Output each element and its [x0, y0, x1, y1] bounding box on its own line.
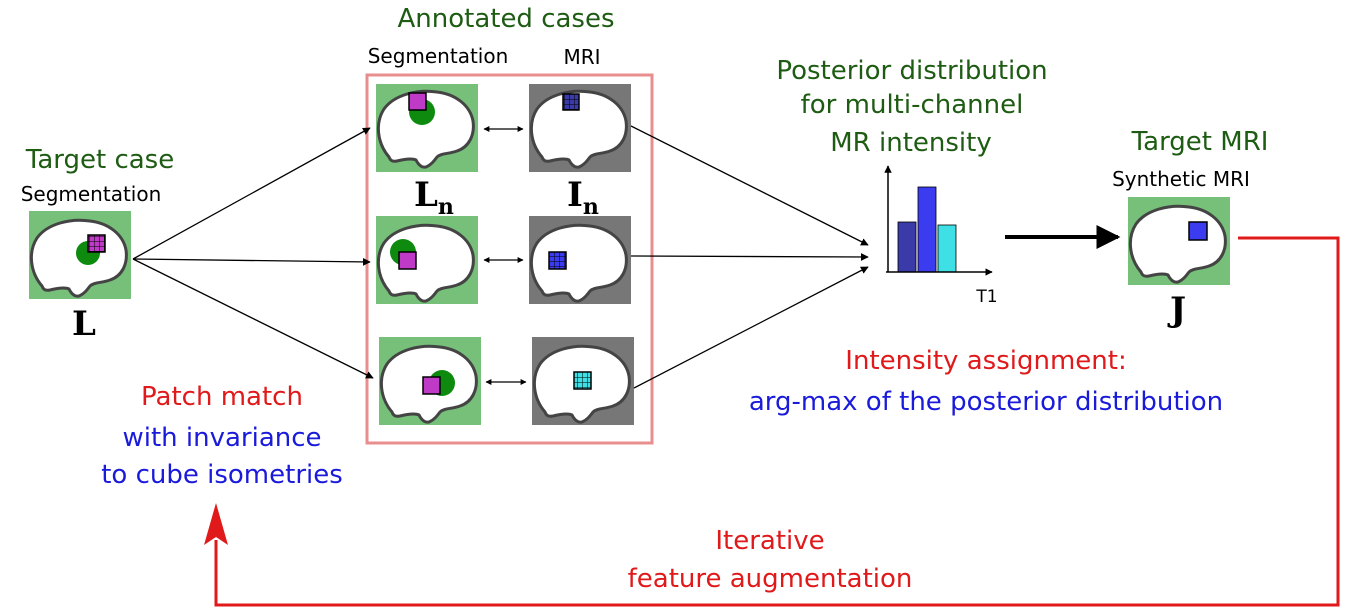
patch-icon	[548, 251, 567, 270]
annotated-mri-tile-2	[529, 216, 631, 304]
target-mri-subtitle: Synthetic MRI	[1112, 167, 1250, 191]
arrow-icon	[630, 125, 869, 246]
intensity-line1: Intensity assignment:	[845, 346, 1126, 376]
posterior-title-line2: for multi-channel	[801, 90, 1024, 120]
posterior-title-line1: Posterior distribution	[776, 56, 1047, 86]
posterior-arrows	[630, 125, 869, 389]
symbol-ln: Ln	[414, 175, 454, 220]
annotated-seg-tile-3	[379, 337, 481, 425]
patch-match-line1: Patch match	[141, 382, 303, 412]
annotated-mri-tile-1	[529, 84, 631, 172]
histogram-bars	[897, 186, 957, 273]
patch-icon	[422, 376, 441, 395]
iterative-line1: Iterative	[715, 526, 824, 556]
annotated-seg-tile-1	[376, 84, 478, 172]
target-symbol: L	[72, 304, 96, 344]
annotated-mri-tile-3	[532, 337, 634, 425]
target-mri-tile	[1128, 197, 1230, 285]
patch-match-arrows	[132, 127, 374, 379]
annotated-seg-tile-2	[376, 216, 478, 304]
patch-icon	[398, 251, 417, 270]
arrow-icon	[633, 266, 869, 389]
patch-icon	[562, 93, 580, 111]
col-segmentation-label: Segmentation	[368, 44, 509, 68]
histogram-bar-1	[897, 221, 917, 273]
feedback-arrowhead	[204, 503, 228, 545]
feedback-loop-line	[214, 236, 1340, 607]
histogram-axis-label: T1	[975, 287, 997, 307]
patch-icon	[408, 92, 427, 111]
target-segmentation-tile	[29, 211, 131, 299]
patch-match-line3: to cube isometries	[101, 460, 343, 490]
arrow-icon	[132, 258, 371, 266]
patch-icon	[87, 234, 106, 253]
iterative-line2: feature augmentation	[628, 564, 913, 594]
target-case-subtitle: Segmentation	[21, 182, 162, 206]
target-mri-symbol: J	[1167, 290, 1186, 330]
intensity-line2: arg-max of the posterior distribution	[749, 387, 1223, 417]
arrow-icon	[630, 253, 869, 261]
patch-icon	[573, 371, 592, 390]
patch-icon	[1188, 221, 1208, 241]
target-mri-title: Target MRI	[1131, 127, 1269, 157]
symbol-in: In	[567, 175, 599, 220]
posterior-title-line3: MR intensity	[830, 128, 991, 158]
col-mri-label: MRI	[563, 45, 600, 69]
target-case-title: Target case	[25, 145, 174, 175]
patch-match-line2: with invariance	[122, 423, 321, 453]
histogram-bar-2	[917, 186, 937, 273]
annotated-cases-title: Annotated cases	[397, 4, 614, 34]
arrow-icon	[132, 127, 371, 260]
arrow-icon	[132, 258, 374, 379]
histogram-bar-3	[937, 224, 957, 273]
histogram-icon: T1	[884, 165, 998, 307]
